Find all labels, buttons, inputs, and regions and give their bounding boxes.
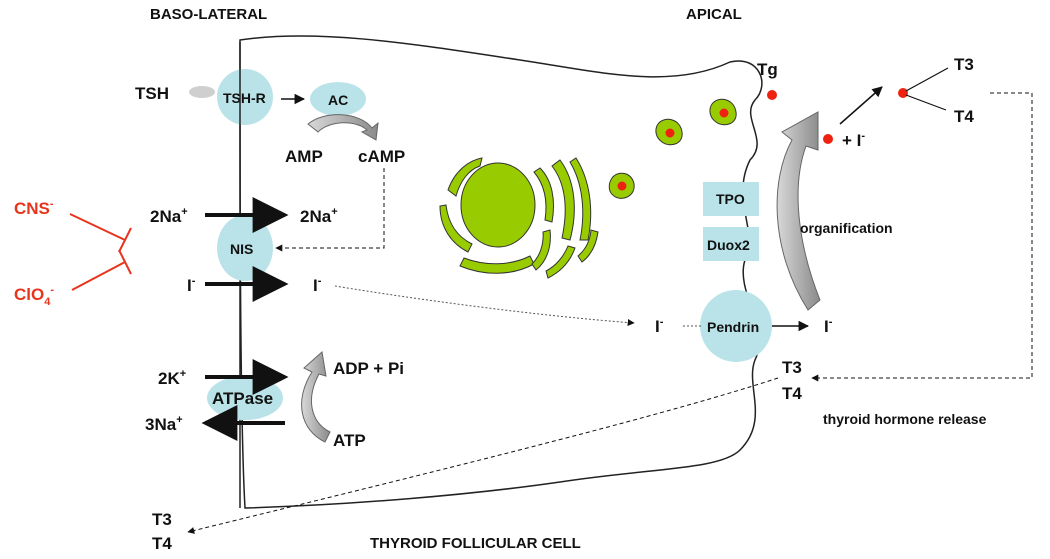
cns-inhibition-line	[69, 213, 126, 241]
pendrin-transporter	[700, 290, 772, 362]
amp-label: AMP	[285, 147, 323, 166]
release-t3-label: T3	[782, 358, 802, 377]
duox2-enzyme	[703, 227, 759, 261]
iodine-dot	[665, 128, 675, 138]
er-fragment	[447, 157, 483, 197]
iodine-dot	[617, 181, 627, 191]
tsh-r-receptor	[217, 69, 273, 125]
t3-lumen-label: T3	[954, 55, 974, 74]
er-fragment	[545, 245, 576, 279]
tg-dot	[767, 90, 777, 100]
tpo-enzyme	[703, 182, 759, 216]
secretion-arrow	[187, 377, 779, 534]
nucleus	[460, 162, 536, 248]
pendrin-label: Pendrin	[707, 319, 759, 335]
er-fragment	[577, 229, 599, 263]
ac-label: AC	[328, 92, 348, 108]
t4-branch	[905, 94, 947, 111]
t4-lumen-label: T4	[954, 107, 974, 126]
cell-title: THYROID FOLLICULAR CELL	[370, 535, 581, 552]
hormone-dot	[898, 88, 908, 98]
clo4-inhibitor-label: ClO4-	[14, 284, 54, 308]
atp-to-adp-arrow	[301, 351, 331, 443]
apical-header: APICAL	[686, 6, 742, 23]
er-fragment	[533, 167, 554, 223]
tsh-label: TSH	[135, 84, 169, 103]
atp-label: ATP	[333, 431, 366, 450]
tg-to-hormone-arrow	[839, 86, 883, 125]
cns-inhibitor-label: CNS-	[14, 198, 54, 218]
iodide-in-label: I-	[187, 275, 196, 295]
organification-arrow	[776, 111, 821, 311]
t3-branch	[905, 67, 949, 92]
iodide-mid-label: I-	[313, 275, 322, 295]
ac-enzyme	[310, 82, 366, 116]
clo4-inhibition-bar	[118, 249, 132, 275]
release-t4-label: T4	[782, 384, 802, 403]
output-t3-label: T3	[152, 510, 172, 529]
er-fragment	[459, 255, 535, 274]
na-out-label: 2Na+	[300, 206, 338, 226]
nis-label: NIS	[230, 241, 253, 257]
output-t4-label: T4	[152, 534, 172, 553]
iodide-lumen-label: I-	[824, 316, 833, 336]
duox2-label: Duox2	[707, 237, 750, 253]
organification-label: organification	[800, 220, 893, 236]
na-out-efflux-label: 3Na+	[145, 414, 183, 434]
tg-label: Tg	[757, 60, 778, 79]
iodide-cyto-label: I-	[655, 316, 664, 336]
iodinated-tg-dot	[823, 134, 833, 144]
er-fragment	[569, 157, 592, 241]
amp-to-camp-arrow	[307, 114, 379, 141]
k-in-label: 2K+	[158, 368, 186, 388]
camp-to-nis-arrow	[275, 168, 385, 252]
er-fragment	[531, 229, 551, 271]
plus-iodide-label: + I-	[842, 130, 865, 150]
hormone-release-path	[811, 92, 1033, 382]
iodide-diffusion-arrow	[334, 285, 635, 327]
clo4-inhibition-line	[71, 261, 126, 291]
hormone-release-label: thyroid hormone release	[823, 411, 987, 427]
er-fragment	[439, 204, 473, 253]
er-fragment	[551, 159, 575, 241]
basolateral-header: BASO-LATERAL	[150, 6, 267, 23]
atpase-label: ATPase	[212, 389, 273, 408]
cns-inhibition-bar	[118, 227, 132, 253]
iodine-dot	[719, 108, 729, 118]
organelles	[439, 98, 737, 279]
na-in-label: 2Na+	[150, 206, 188, 226]
tsh-ligand	[189, 86, 215, 98]
tsh-r-label: TSH-R	[223, 90, 266, 106]
tpo-label: TPO	[716, 191, 745, 207]
camp-label: cAMP	[358, 147, 405, 166]
adp-label: ADP + Pi	[333, 359, 404, 378]
